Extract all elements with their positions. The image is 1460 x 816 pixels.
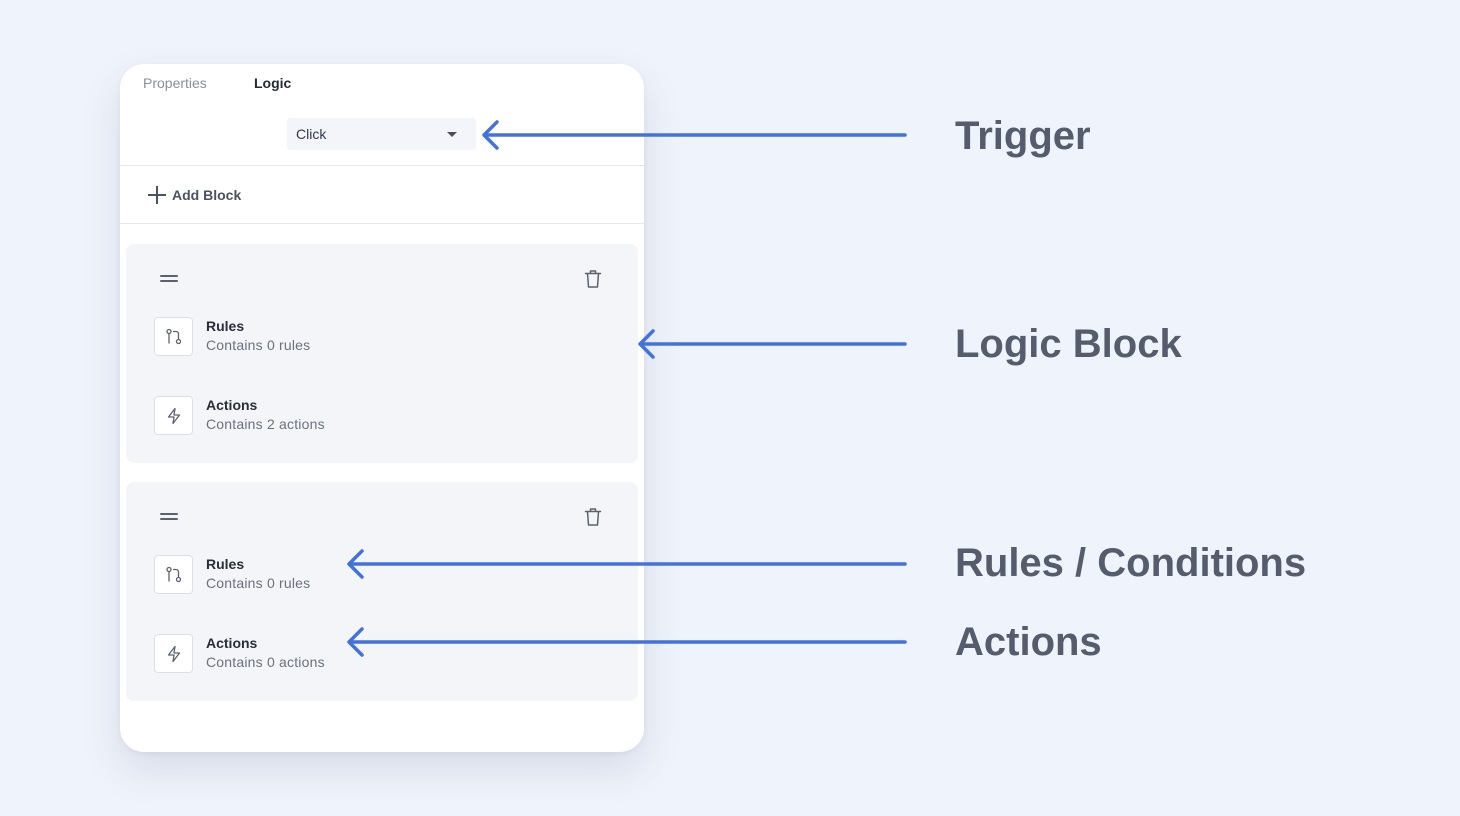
drag-handle-icon[interactable] xyxy=(160,513,178,521)
caret-down-icon xyxy=(447,132,457,137)
rules-title: Rules xyxy=(206,556,245,572)
trash-icon[interactable] xyxy=(584,507,602,527)
rules-row[interactable]: Rules Contains 0 rules xyxy=(154,317,554,357)
add-block-label: Add Block xyxy=(172,187,242,203)
plus-icon xyxy=(148,186,166,204)
git-branch-icon xyxy=(165,328,181,344)
actions-subtitle: Contains 2 actions xyxy=(206,416,325,432)
annotation-trigger: Trigger xyxy=(955,114,1091,158)
actions-icon-box xyxy=(154,396,193,435)
actions-subtitle: Contains 0 actions xyxy=(206,654,325,670)
rules-title: Rules xyxy=(206,318,245,334)
lightning-icon xyxy=(167,407,180,424)
drag-handle-icon[interactable] xyxy=(160,275,178,283)
rules-arrow xyxy=(347,549,907,579)
lightning-icon xyxy=(167,645,180,662)
divider xyxy=(120,223,644,224)
annotation-logic-block: Logic Block xyxy=(955,322,1182,366)
logic-block: Rules Contains 0 rules Actions Contains … xyxy=(126,244,638,463)
annotation-rules: Rules / Conditions xyxy=(955,541,1307,585)
git-branch-icon xyxy=(165,566,181,582)
actions-row[interactable]: Actions Contains 2 actions xyxy=(154,396,554,436)
annotation-actions: Actions xyxy=(955,620,1102,664)
rules-subtitle: Contains 0 rules xyxy=(206,575,311,591)
trigger-arrow xyxy=(482,120,907,150)
add-block-button[interactable]: Add Block xyxy=(148,184,241,206)
actions-title: Actions xyxy=(206,635,258,651)
trigger-select[interactable]: Click xyxy=(287,118,476,150)
logic-block: Rules Contains 0 rules Actions Contains … xyxy=(126,482,638,701)
divider xyxy=(120,165,644,166)
actions-icon-box xyxy=(154,634,193,673)
trash-icon[interactable] xyxy=(584,269,602,289)
actions-arrow xyxy=(347,627,907,657)
actions-row[interactable]: Actions Contains 0 actions xyxy=(154,634,554,674)
actions-title: Actions xyxy=(206,397,258,413)
rules-icon-box xyxy=(154,317,193,356)
rules-icon-box xyxy=(154,555,193,594)
logic-panel: Properties Logic Click Add Block xyxy=(120,64,644,752)
trigger-value: Click xyxy=(296,126,327,142)
tab-properties[interactable]: Properties xyxy=(143,75,207,91)
tab-logic[interactable]: Logic xyxy=(254,75,292,91)
rules-subtitle: Contains 0 rules xyxy=(206,337,311,353)
rules-row[interactable]: Rules Contains 0 rules xyxy=(154,555,554,595)
logic-block-arrow xyxy=(638,329,907,359)
